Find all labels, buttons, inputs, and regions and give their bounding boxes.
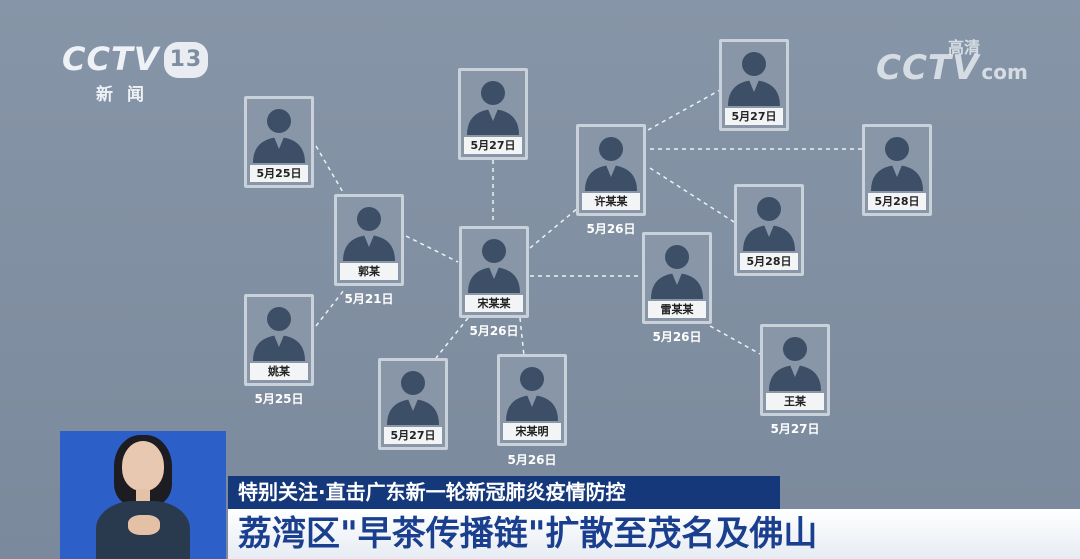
person-label: 宋某明 bbox=[503, 423, 561, 440]
person-label: 许某某 bbox=[582, 193, 640, 210]
person-avatar-icon bbox=[467, 81, 519, 135]
person-label: 5月27日 bbox=[464, 137, 522, 154]
person-card: 5月27日 bbox=[458, 68, 528, 160]
person-label: 宋某某 bbox=[465, 295, 523, 312]
link-n9-n13 bbox=[709, 325, 761, 355]
person-card: 5月27日 bbox=[378, 358, 448, 450]
interpreter-face bbox=[122, 441, 164, 491]
interpreter-hands bbox=[128, 515, 160, 535]
person-label: 5月27日 bbox=[725, 108, 783, 125]
link-n1-n6 bbox=[315, 145, 345, 195]
person-avatar-icon bbox=[871, 137, 923, 191]
person-card: 郭某 bbox=[334, 194, 404, 286]
person-card: 宋某明 bbox=[497, 354, 567, 446]
person-avatar-icon bbox=[728, 52, 780, 106]
person-avatar-icon bbox=[651, 245, 703, 299]
logo-wordmark: CCTV bbox=[62, 40, 160, 78]
hd-wordmark: CCTV bbox=[876, 48, 980, 88]
person-avatar-icon bbox=[468, 239, 520, 293]
person-card: 王某 bbox=[760, 324, 830, 416]
person-label: 5月27日 bbox=[384, 427, 442, 444]
person-card: 许某某 bbox=[576, 124, 646, 216]
person-card: 5月25日 bbox=[244, 96, 314, 188]
person-avatar-icon bbox=[343, 207, 395, 261]
person-avatar-icon bbox=[585, 137, 637, 191]
person-date: 5月26日 bbox=[507, 453, 557, 467]
person-label: 姚某 bbox=[250, 363, 308, 380]
sign-language-interpreter-inset bbox=[60, 431, 226, 559]
person-avatar-icon bbox=[253, 109, 305, 163]
link-n8-n11 bbox=[435, 317, 469, 359]
person-label: 王某 bbox=[766, 393, 824, 410]
hd-suffix: com bbox=[981, 60, 1028, 84]
person-card: 5月27日 bbox=[719, 39, 789, 131]
person-avatar-icon bbox=[769, 337, 821, 391]
person-card: 姚某 bbox=[244, 294, 314, 386]
link-n8-n12 bbox=[519, 317, 525, 357]
person-label: 5月28日 bbox=[868, 193, 926, 210]
link-n4-n7 bbox=[649, 167, 735, 223]
person-card: 雷某某 bbox=[642, 232, 712, 324]
person-avatar-icon bbox=[387, 371, 439, 425]
person-date: 5月26日 bbox=[469, 324, 519, 338]
link-n4-n3 bbox=[647, 89, 721, 131]
person-date: 5月27日 bbox=[770, 422, 820, 436]
link-n8-n4 bbox=[529, 207, 579, 249]
link-n6-n8 bbox=[405, 235, 459, 263]
person-date: 5月21日 bbox=[344, 292, 394, 306]
person-label: 雷某某 bbox=[648, 301, 706, 318]
logo-channel-number: 13 bbox=[163, 42, 209, 78]
person-card: 5月28日 bbox=[734, 184, 804, 276]
logo-subtitle: 新闻 bbox=[96, 85, 158, 105]
person-avatar-icon bbox=[743, 197, 795, 251]
hd-quality: 高清 bbox=[948, 38, 981, 57]
person-label: 5月28日 bbox=[740, 253, 798, 270]
person-date: 5月26日 bbox=[652, 330, 702, 344]
person-date: 5月25日 bbox=[254, 392, 304, 406]
person-card: 5月28日 bbox=[862, 124, 932, 216]
person-card: 宋某某 bbox=[459, 226, 529, 318]
headline-banner: 荔湾区"早茶传播链"扩散至茂名及佛山 bbox=[228, 509, 1080, 559]
person-avatar-icon bbox=[506, 367, 558, 421]
person-avatar-icon bbox=[253, 307, 305, 361]
topic-banner: 特别关注·直击广东新一轮新冠肺炎疫情防控 bbox=[228, 476, 780, 509]
person-label: 郭某 bbox=[340, 263, 398, 280]
person-date: 5月26日 bbox=[586, 222, 636, 236]
person-label: 5月25日 bbox=[250, 165, 308, 182]
